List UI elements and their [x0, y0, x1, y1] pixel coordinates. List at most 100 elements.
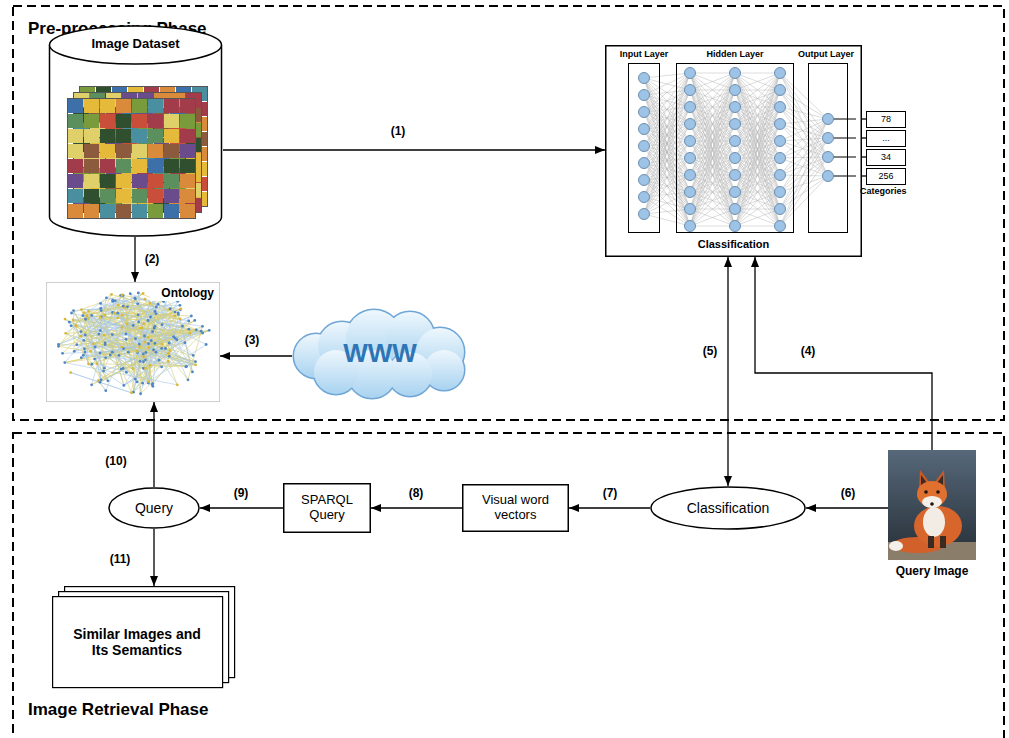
graph-node	[150, 339, 153, 342]
network-link	[644, 214, 690, 226]
graph-node	[64, 318, 67, 321]
category-box: 256	[866, 168, 906, 185]
thumbnail	[148, 99, 163, 113]
graph-node	[137, 313, 140, 316]
image-thumbnails	[68, 99, 196, 219]
graph-node	[99, 307, 102, 310]
network-link	[644, 158, 690, 214]
graph-node	[117, 303, 120, 306]
graph-node	[125, 371, 128, 374]
graph-node	[179, 308, 182, 311]
graph-node	[73, 350, 76, 353]
graph-node	[176, 384, 179, 387]
graph-node	[154, 342, 157, 345]
graph-link	[188, 326, 202, 380]
graph-link	[83, 294, 112, 315]
callout-number: (7)	[601, 487, 620, 501]
graph-link	[146, 343, 169, 352]
graph-node	[147, 336, 150, 339]
graph-node	[177, 313, 180, 316]
process-box: SPARQL Query	[283, 483, 371, 533]
network-link	[690, 73, 735, 158]
thumbnail	[116, 99, 131, 113]
graph-node	[193, 319, 196, 322]
graph-node	[90, 314, 93, 317]
graph-node	[80, 330, 83, 333]
node-label: ...	[866, 133, 906, 143]
graph-node	[200, 330, 203, 333]
graph-link	[146, 348, 162, 368]
neuron	[823, 133, 834, 144]
network-link	[735, 73, 780, 141]
network-link	[735, 73, 780, 209]
graph-node	[117, 354, 120, 357]
network-links	[644, 73, 828, 226]
graph-node	[105, 296, 108, 299]
network-link	[644, 192, 690, 214]
graph-link	[175, 338, 192, 372]
node-label: Query Image	[878, 565, 986, 579]
graph-node	[137, 291, 140, 294]
network-link	[780, 90, 828, 138]
box-border	[867, 130, 906, 146]
thumbnail	[180, 174, 195, 188]
network-link	[735, 73, 780, 107]
graph-node	[127, 351, 130, 354]
network-link	[690, 226, 735, 227]
graph-node	[160, 347, 163, 350]
graph-node	[142, 353, 145, 356]
graph-link	[113, 300, 121, 369]
thumbnail	[116, 204, 131, 218]
network-link	[780, 157, 828, 158]
connector	[223, 146, 605, 154]
graph-link	[83, 304, 137, 355]
callout-number: (10)	[103, 455, 128, 469]
graph-node	[161, 323, 164, 326]
network-link	[735, 90, 780, 226]
thumbnail	[84, 174, 99, 188]
process-box: Visual word vectors	[462, 484, 569, 532]
neuron	[730, 119, 741, 130]
graph-node	[75, 324, 78, 327]
graph-node	[63, 361, 66, 364]
graph-node	[69, 371, 72, 374]
network-link	[735, 73, 780, 90]
network-link	[690, 90, 735, 226]
cylinder-body	[50, 45, 222, 236]
graph-node	[136, 350, 139, 353]
network-link	[690, 73, 735, 175]
thumbnail	[100, 144, 115, 158]
network-link	[690, 73, 735, 209]
network-link	[644, 124, 690, 214]
graph-node	[84, 334, 87, 337]
callout-number: (3)	[243, 334, 262, 348]
fox-eye	[924, 490, 928, 494]
node-label: Output Layer	[796, 49, 856, 59]
graph-link	[113, 300, 140, 361]
graph-node	[87, 317, 90, 320]
graph-link	[83, 294, 111, 355]
network-link	[644, 175, 690, 214]
callout-number: (4)	[799, 345, 818, 359]
node-label: Visual word vectors	[462, 493, 569, 523]
graph-link	[126, 307, 128, 334]
graph-node	[72, 309, 75, 312]
graph-node	[57, 345, 60, 348]
box-border	[284, 484, 371, 533]
callout-number: (9)	[232, 487, 251, 501]
thumbnail	[148, 114, 163, 128]
network-link	[735, 175, 780, 226]
network-link	[644, 73, 690, 78]
connector-line	[727, 257, 728, 486]
thumbnail	[116, 174, 131, 188]
graph-node	[205, 343, 208, 346]
network-link	[780, 119, 828, 226]
graph-node	[141, 382, 144, 385]
graph-node	[147, 380, 150, 383]
neuron	[685, 85, 696, 96]
connector	[371, 504, 462, 512]
graph-node	[89, 350, 92, 353]
network-link	[780, 119, 828, 158]
thumbnail	[84, 144, 99, 158]
neuron	[730, 85, 741, 96]
